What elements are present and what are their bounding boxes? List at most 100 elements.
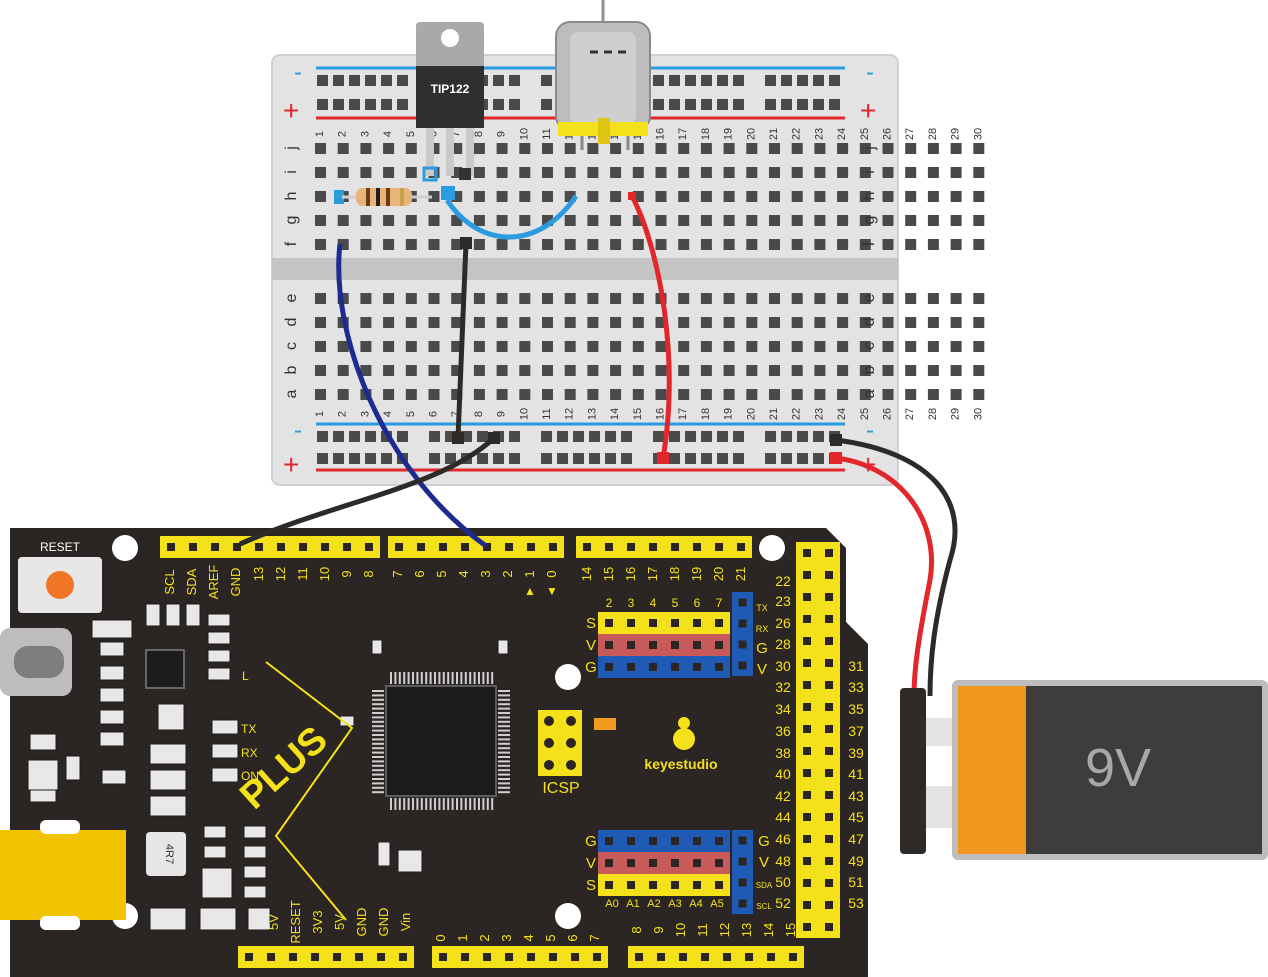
header-label: 6: [694, 596, 701, 610]
header-label: 28: [775, 636, 791, 652]
header-label: L: [242, 669, 249, 683]
header-label: 38: [775, 745, 791, 761]
header-label: GND: [354, 908, 369, 937]
row-label: h: [283, 192, 300, 201]
header-label: 12: [273, 567, 288, 581]
header-label: 22: [775, 573, 791, 589]
header-label: 0: [544, 570, 559, 577]
header-label: TX: [241, 722, 256, 736]
header-label: G: [585, 833, 597, 850]
row-label: b: [283, 365, 300, 374]
column-number: 3: [359, 411, 371, 417]
row-label: f: [861, 241, 878, 246]
column-number: 20: [745, 128, 757, 140]
icsp-label: ICSP: [542, 780, 579, 797]
rail-minus-bottom-left: -: [294, 417, 302, 444]
column-number: 14: [609, 408, 621, 420]
header-label: V: [586, 855, 596, 872]
header-label: 11: [295, 567, 310, 581]
header-label: 32: [775, 679, 791, 695]
header-label: 33: [848, 679, 864, 695]
column-number: 7: [450, 131, 462, 137]
pin-header: [598, 634, 730, 656]
header-label: A2: [647, 898, 660, 910]
header-label: 2: [500, 570, 515, 577]
column-number: 22: [791, 128, 803, 140]
column-number: 17: [677, 408, 689, 420]
header-label: 10: [317, 567, 332, 581]
header-label: 41: [848, 766, 864, 782]
pin-header: [598, 656, 730, 678]
row-label: j: [861, 146, 878, 151]
row-label: g: [861, 216, 878, 225]
column-number: 16: [655, 408, 667, 420]
header-label: 8: [361, 570, 376, 577]
column-number: 9: [496, 411, 508, 417]
header-label: V: [759, 854, 769, 871]
header-label: 19: [689, 567, 704, 581]
pin-header: [628, 946, 804, 968]
header-label: 14: [761, 923, 776, 937]
row-label: d: [861, 318, 878, 327]
column-number: 28: [927, 128, 939, 140]
column-number: 3: [359, 131, 371, 137]
column-number: 5: [405, 411, 417, 417]
row-label: e: [283, 293, 300, 302]
header-label: 53: [848, 895, 864, 911]
header-label: 36: [775, 723, 791, 739]
column-number: 9: [496, 131, 508, 137]
row-label: f: [283, 241, 300, 246]
header-label: SCL: [756, 902, 772, 911]
pin-header: [388, 536, 564, 558]
header-label: SDA: [184, 568, 199, 595]
header-label: SCL: [162, 569, 177, 594]
header-label: A0: [605, 898, 618, 910]
header-label: 40: [775, 766, 791, 782]
column-number: 17: [677, 128, 689, 140]
header-label: 9: [339, 570, 354, 577]
column-number: 24: [836, 408, 848, 420]
rail-plus-bottom-left: +: [283, 449, 299, 480]
keyestudio-logo: keyestudio: [644, 717, 718, 772]
header-label: 45: [848, 809, 864, 825]
column-number: 24: [836, 128, 848, 140]
column-number: 29: [950, 408, 962, 420]
battery-label: 9V: [1085, 738, 1151, 798]
header-label: 17: [645, 567, 660, 581]
battery-positive-wire: [835, 455, 934, 697]
header-label: G: [758, 833, 770, 850]
brand-label: keyestudio: [644, 756, 717, 772]
column-number: 6: [428, 411, 440, 417]
header-label: 42: [775, 788, 791, 804]
dc-power-jack: [0, 830, 126, 920]
row-label: d: [283, 318, 300, 327]
header-label: A4: [689, 898, 702, 910]
rail-minus-top-left: -: [294, 59, 302, 86]
header-label: 52: [775, 895, 791, 911]
column-number: 2: [337, 411, 349, 417]
header-label: 21: [733, 567, 748, 581]
header-label: 0: [433, 934, 448, 941]
row-label: i: [283, 170, 300, 174]
header-label: GND: [376, 908, 391, 937]
header-label: 30: [775, 658, 791, 674]
row-label: g: [283, 216, 300, 225]
header-label: G: [585, 659, 597, 676]
header-label: 1: [522, 570, 537, 577]
tip122-transistor: TIP122: [416, 22, 484, 176]
usb-chip: [145, 649, 185, 689]
header-label: 35: [848, 701, 864, 717]
header-label: S: [586, 615, 596, 632]
column-number: 27: [904, 408, 916, 420]
header-label: SDA: [756, 881, 773, 890]
row-label: c: [283, 342, 300, 350]
header-label: 4: [521, 934, 536, 941]
header-label: G: [756, 640, 768, 657]
header-label: 39: [848, 745, 864, 761]
row-label: a: [861, 389, 878, 398]
header-label: 3: [478, 570, 493, 577]
header-label: 47: [848, 831, 864, 847]
header-label: 5: [543, 934, 558, 941]
header-label: 34: [775, 701, 791, 717]
